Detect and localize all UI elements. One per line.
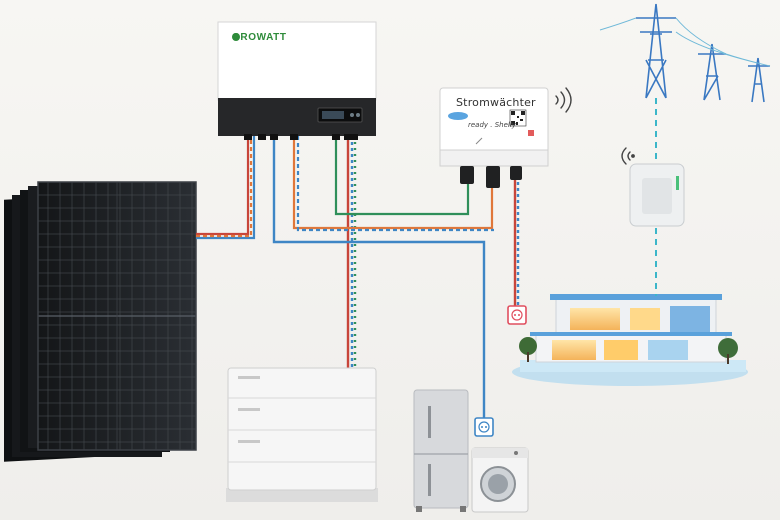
inverter-brand-label: GROWATT xyxy=(232,32,287,43)
power-meter-title: Stromwächter xyxy=(456,96,536,109)
battery-storage xyxy=(226,368,378,502)
power-meter-subtitle: ready . Shelly xyxy=(468,121,516,129)
wall-socket-red xyxy=(508,306,526,324)
fridge-icon xyxy=(414,390,468,512)
washing-machine-icon xyxy=(472,448,528,512)
wall-socket-blue xyxy=(475,418,493,436)
smart-relay-device xyxy=(630,164,684,226)
solar-panel-array xyxy=(4,182,196,462)
